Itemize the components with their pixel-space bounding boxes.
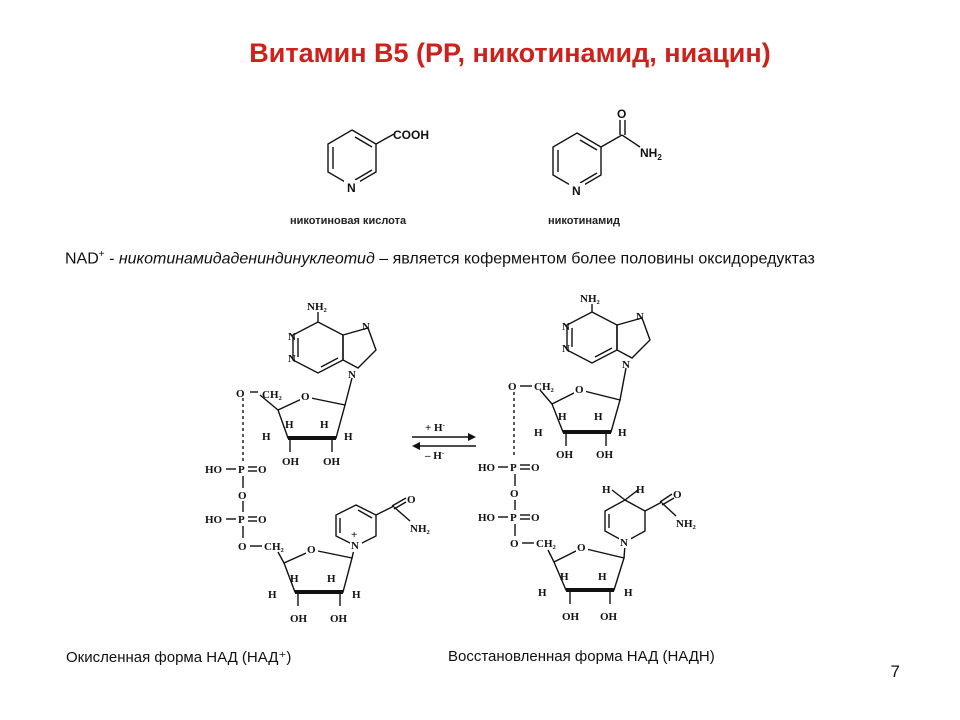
atom-nh2: NH₂ (676, 518, 697, 530)
nad-sup: + (98, 249, 105, 260)
atom-h: H (636, 484, 645, 496)
ring-nitrogen: N (572, 184, 581, 198)
nad-full-name: никотинамидадениндинуклеотид (118, 250, 375, 268)
amide-group: NH2 (640, 146, 662, 162)
atom-oh: OH (600, 611, 618, 623)
atom-o: O (673, 489, 682, 501)
atom-oh: OH (290, 613, 308, 625)
atom-ch2: CH₂ (264, 541, 285, 553)
amine-label: NH₂ (307, 301, 328, 313)
atom-h: H (320, 419, 329, 431)
atom-o: O (510, 488, 519, 500)
atom-o: O (236, 388, 245, 400)
atom-o: O (407, 494, 416, 506)
atom-p: P (510, 512, 517, 524)
atom-n: N (562, 321, 570, 333)
atom-n: N (620, 537, 628, 549)
atom-nh2: NH₂ (410, 523, 431, 535)
atom-ch2: CH₂ (536, 538, 557, 550)
atom-p: P (238, 464, 245, 476)
atom-o: O (238, 541, 247, 553)
oxidized-caption: Окисленная форма НАД (НАД⁺) (66, 649, 292, 666)
reduced-caption: Восстановленная форма НАД (НАДН) (448, 648, 715, 665)
atom-oh: OH (282, 456, 300, 468)
atom-o: O (301, 391, 310, 403)
atom-h: H (560, 571, 569, 583)
atom-ch2: CH₂ (534, 381, 555, 393)
atom-p: P (238, 514, 245, 526)
atom-p: P (510, 462, 517, 474)
nad-oxidized-structure: NH₂ N N N N O CH₂ O H H H H OH OH HO P O… (205, 301, 431, 625)
atom-o: O (258, 514, 267, 526)
nadh-reduced-structure: NH₂ N N N N O CH₂ O H H H H OH OH HO P O… (478, 293, 697, 623)
cooh-group: COOH (393, 128, 429, 142)
atom-n: N (362, 321, 370, 333)
atom-h: H (602, 484, 611, 496)
atom-oh: OH (323, 456, 341, 468)
atom-o: O (307, 544, 316, 556)
nicotinamide-label: никотинамид (548, 215, 621, 227)
atom-oh: OH (330, 613, 348, 625)
atom-ho: HO (478, 512, 496, 524)
nad-description: NAD+ - никотинамидадениндинуклеотид – яв… (65, 244, 845, 270)
plus-charge: + (351, 529, 357, 541)
atom-oh: OH (596, 449, 614, 461)
atom-h: H (538, 587, 547, 599)
forward-label: + H- (425, 421, 446, 434)
nicotinic-acid-structure: N COOH (327, 128, 429, 195)
atom-ho: HO (478, 462, 496, 474)
atom-o: O (238, 490, 247, 502)
ring-nitrogen: N (347, 181, 356, 195)
atom-ch2: CH₂ (262, 389, 283, 401)
atom-n-plus: N (351, 540, 359, 552)
atom-oh: OH (562, 611, 580, 623)
redox-arrows: + H- – H- (412, 421, 476, 462)
atom-o: O (531, 512, 540, 524)
atom-h: H (344, 431, 353, 443)
atom-ho: HO (205, 514, 223, 526)
atom-n: N (562, 343, 570, 355)
atom-h: H (290, 573, 299, 585)
atom-h: H (352, 589, 361, 601)
atom-h: H (534, 427, 543, 439)
atom-o: O (577, 542, 586, 554)
reverse-label: – H- (424, 449, 445, 462)
atom-n: N (348, 369, 356, 381)
carbonyl-oxygen: O (617, 107, 626, 121)
atom-h: H (594, 411, 603, 423)
atom-h: H (618, 427, 627, 439)
amine-label: NH₂ (580, 293, 601, 305)
atom-o: O (508, 381, 517, 393)
atom-n: N (288, 353, 296, 365)
nicotinamide-structure: N O NH2 (552, 107, 662, 198)
atom-h: H (268, 589, 277, 601)
nicotinic-acid-label: никотиновая кислота (290, 215, 407, 227)
atom-h: H (558, 411, 567, 423)
atom-ho: HO (205, 464, 223, 476)
atom-h: H (598, 571, 607, 583)
slide-title: Витамин В5 (PP, никотинамид, ниацин) (249, 38, 771, 68)
atom-h: H (624, 587, 633, 599)
atom-o: O (510, 538, 519, 550)
atom-n: N (622, 359, 630, 371)
atom-oh: OH (556, 449, 574, 461)
atom-h: H (327, 573, 336, 585)
atom-o: O (258, 464, 267, 476)
atom-h: H (262, 431, 271, 443)
atom-h: H (285, 419, 294, 431)
dash: - (104, 250, 119, 268)
atom-o: O (531, 462, 540, 474)
atom-n: N (288, 331, 296, 343)
atom-o: O (575, 384, 584, 396)
nad-role: – является коферментом более половины ок… (374, 250, 815, 268)
page-number: 7 (890, 662, 900, 681)
nad-term: NAD (65, 250, 99, 268)
atom-n: N (636, 311, 644, 323)
